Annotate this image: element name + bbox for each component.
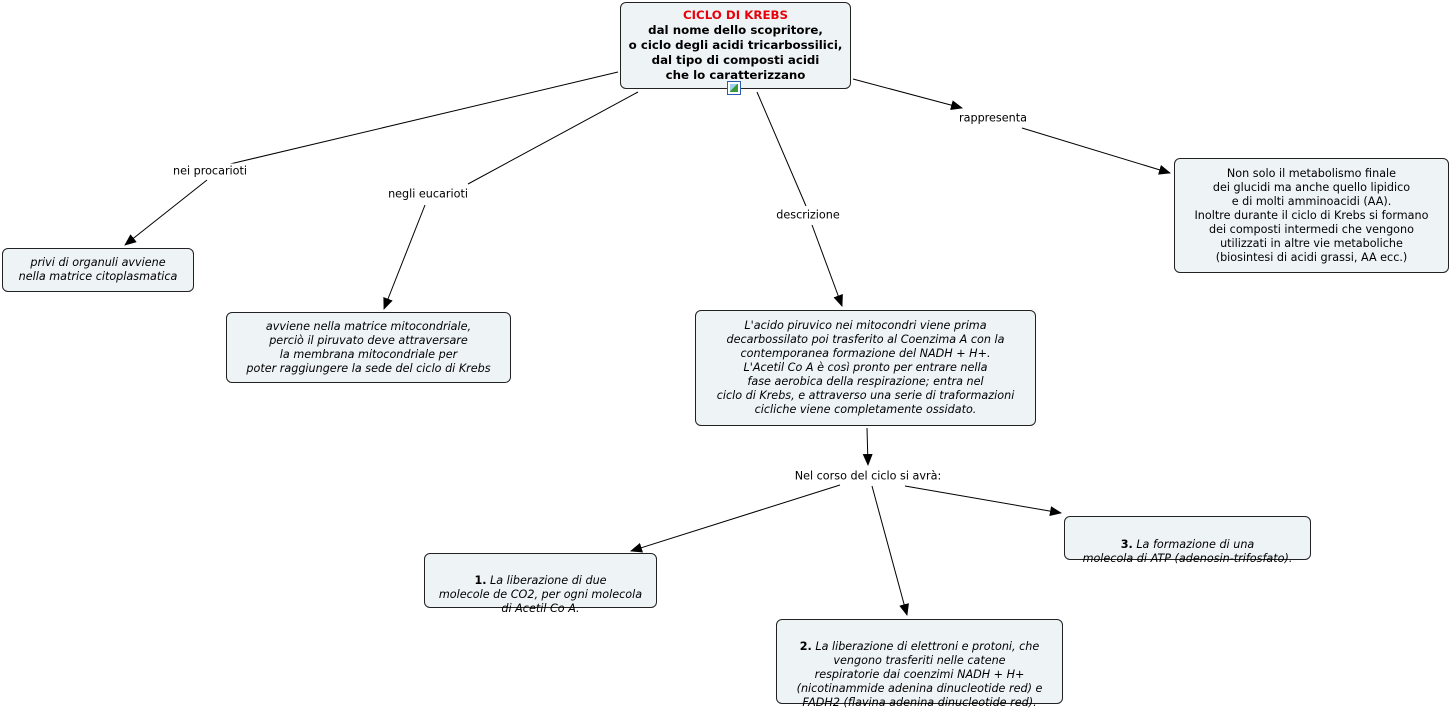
- link-label-rappresenta[interactable]: rappresenta: [957, 110, 1029, 126]
- concept-n3[interactable]: 3. La formazione di una molecola di ATP …: [1064, 516, 1311, 565]
- arrow-n1: [630, 484, 841, 553]
- n3-text: La formazione di una molecola di ATP (ad…: [1082, 538, 1293, 565]
- concept-procarioti[interactable]: privi di organuli avviene nella matrice …: [2, 248, 194, 292]
- link-label-nel-corso[interactable]: Nel corso del ciclo si avrà:: [792, 468, 944, 484]
- arrow-n3: [904, 485, 1062, 517]
- concept-n2[interactable]: 2. La liberazione di elettroni e protoni…: [776, 619, 1063, 709]
- image-icon[interactable]: [727, 81, 741, 95]
- root-text: dal nome dello scopritore, o ciclo degli…: [628, 23, 843, 82]
- n1-number: 1.: [474, 574, 487, 587]
- concept-rappresenta[interactable]: Non solo il metabolismo finale dei gluci…: [1174, 158, 1449, 273]
- line-root-rappresenta: [852, 78, 963, 111]
- link-label-eucarioti[interactable]: negli eucarioti: [386, 186, 470, 202]
- arrow-eucarioti: [383, 204, 426, 310]
- arrow-n2: [871, 485, 909, 616]
- arrow-descrizione: [811, 224, 843, 307]
- concept-descrizione[interactable]: L'acido piruvico nei mitocondri viene pr…: [695, 310, 1036, 426]
- link-label-procarioti[interactable]: nei procarioti: [171, 163, 249, 179]
- link-label-descrizione[interactable]: descrizione: [774, 207, 842, 223]
- line-root-descrizione: [756, 91, 807, 207]
- arrow-procarioti: [124, 179, 208, 246]
- concept-n1[interactable]: 1. La liberazione di due molecole de CO2…: [424, 553, 657, 615]
- line-root-procarioti: [229, 71, 619, 165]
- n2-text: La liberazione di elettroni e protoni, c…: [796, 640, 1043, 709]
- n1-text: La liberazione di due molecole de CO2, p…: [438, 574, 643, 615]
- n3-number: 3.: [1120, 538, 1133, 551]
- concept-eucarioti[interactable]: avviene nella matrice mitocondriale, per…: [226, 312, 511, 383]
- root-title: CICLO DI KREBS: [683, 8, 788, 22]
- n2-number: 2.: [799, 640, 812, 653]
- arrow-rappresenta: [1021, 127, 1171, 175]
- line-root-eucarioti: [467, 91, 639, 185]
- arrow-desc-nelcorso: [862, 427, 873, 466]
- root-concept[interactable]: CICLO DI KREBS dal nome dello scopritore…: [620, 2, 851, 89]
